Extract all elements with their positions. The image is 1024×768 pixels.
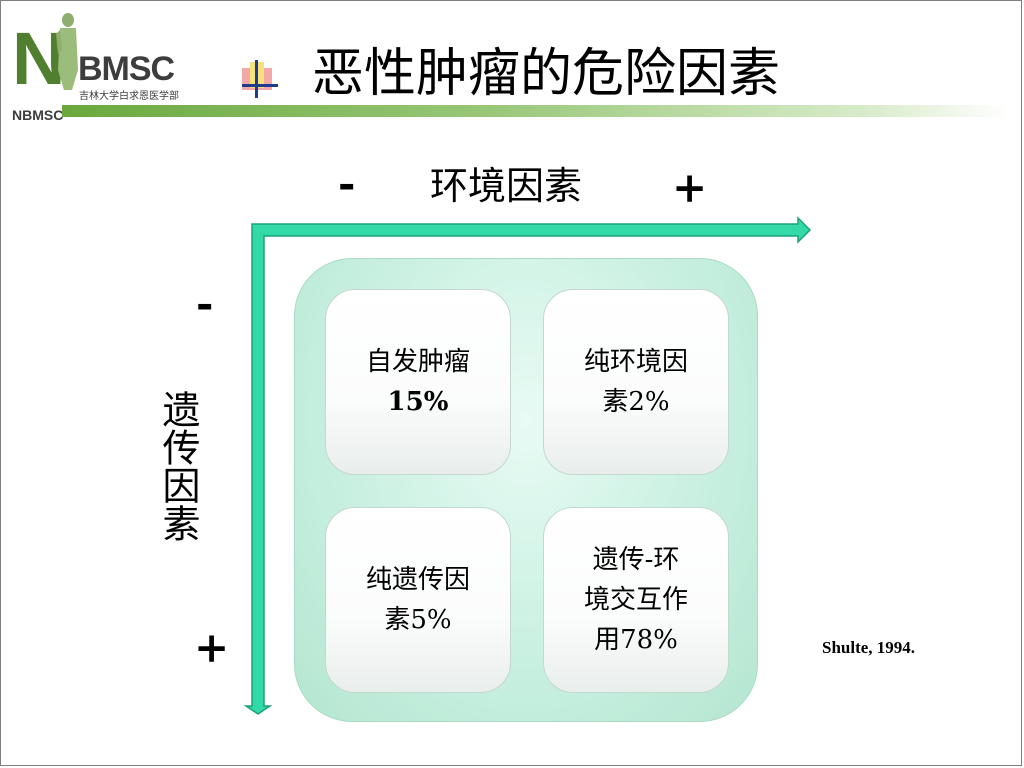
logo-name: BMSC [78, 50, 175, 88]
gen-plus-sign: + [194, 623, 230, 672]
logo-small-text: NBMSC [12, 107, 64, 123]
quadrant-interaction: 遗传-环 境交互作 用78% [543, 507, 729, 693]
quadrant-text-line: 纯环境因 [583, 347, 688, 377]
quadrant-spontaneous: 自发肿瘤 15% [325, 289, 511, 475]
env-plus-sign: + [672, 163, 708, 212]
quadrant-text-line: 素2% [602, 387, 670, 417]
statue-icon [56, 13, 78, 90]
quadrant-panel: 自发肿瘤 15% 纯环境因 素2% 纯遗传因 素5% 遗传-环 境交互作 用78… [294, 258, 758, 722]
citation: Shulte, 1994. [822, 638, 916, 657]
quadrant-text-line: 用78% [594, 625, 678, 655]
quadrant-text-line: 纯遗传因 [365, 565, 470, 595]
slide-title: 恶性肿瘤的危险因素 [312, 44, 781, 104]
logo-subtitle: 吉林大学白求恩医学部 [79, 91, 179, 102]
gen-minus-sign: - [196, 279, 214, 328]
quadrant-percent: 15% [387, 387, 449, 417]
env-minus-sign: - [338, 159, 356, 208]
nbmsc-logo: N BMSC 吉林大学白求恩医学部 NBMSC [8, 6, 200, 123]
environment-arrow [243, 216, 812, 715]
quadrant-text-line: 境交互作 [583, 585, 688, 615]
quadrant-environment-only: 纯环境因 素2% [543, 289, 729, 475]
environment-axis-label: 环境因素 [430, 164, 583, 208]
quadrant-text-line: 遗传-环 [592, 545, 680, 575]
bullet-cross-icon [242, 60, 278, 98]
quadrant-genetic-only: 纯遗传因 素5% [325, 507, 511, 693]
quadrant-text-line: 素5% [384, 605, 452, 635]
quadrant-text-line: 自发肿瘤 [365, 347, 470, 377]
genetic-axis-label: 遗传因素 [156, 390, 200, 542]
header-band [62, 105, 1008, 117]
